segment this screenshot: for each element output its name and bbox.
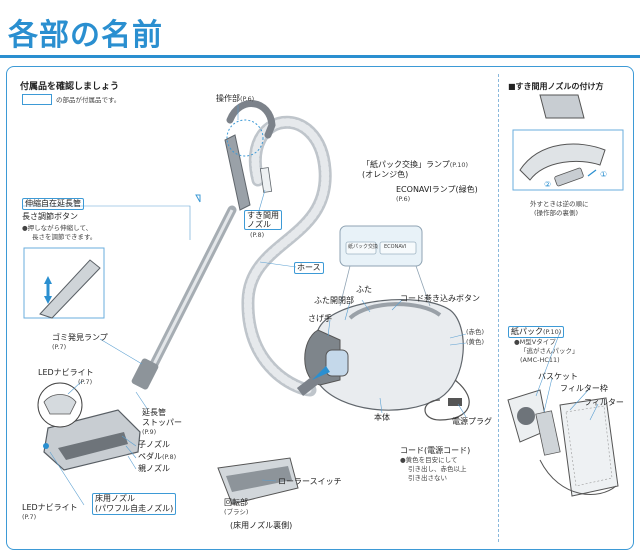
cord-desc-2: 引き出し、赤色以上	[408, 465, 467, 473]
label-extension-pipe: 伸縮自在延長管	[22, 198, 84, 210]
label-crevice-nozzle-ref: (P.8)	[250, 231, 265, 239]
label-lid-open-button: ふた開閉部	[314, 296, 354, 305]
label-control-part: 操作部(P.6)	[216, 94, 255, 103]
label-cord: コード(電源コード)	[400, 446, 471, 455]
label-econavi-lamp: ECONAVIランプ(緑色)	[396, 185, 478, 194]
label-paper-pack-lamp-color: (オレンジ色)	[362, 170, 409, 179]
label-basket: バスケット	[538, 372, 578, 381]
label-main-body: 本体	[374, 413, 390, 422]
paper-pack-type-1: ●M型Vタイプ	[514, 338, 556, 346]
content-frame	[6, 66, 634, 550]
label-extension-stopper-ref: (P.9)	[142, 428, 157, 436]
cord-desc-1: ●黄色を目安にして	[400, 456, 458, 464]
label-hose: ホース	[294, 262, 324, 274]
label-led-navi-bottom: LEDナビライト	[22, 503, 78, 512]
label-lid: ふた	[356, 285, 372, 294]
right-caption-1: 外すときは逆の順に	[530, 200, 589, 208]
label-floor-nozzle: 床用ノズル(パワフル自走ノズル)	[92, 493, 177, 515]
length-button-desc-1: ●押しながら伸縮して、	[22, 224, 93, 232]
label-led-navi-bottom-ref: (P.7)	[22, 513, 37, 521]
label-red: (赤色)	[466, 328, 485, 336]
label-child-nozzle: 子ノズル	[138, 440, 170, 449]
label-parent-nozzle: 親ノズル	[138, 464, 170, 473]
label-extension-stopper-1: 延長管	[142, 408, 166, 417]
label-extension-stopper-2: ストッパー	[142, 418, 182, 427]
label-length-button: 長さ調節ボタン	[22, 212, 78, 221]
paper-pack-type-2: 「逃がさんパック」	[520, 347, 579, 355]
right-panel-heading: ■すき間用ノズルの付け方	[508, 82, 604, 91]
label-cord-rewind-button: コード巻き込みボタン	[400, 294, 480, 303]
label-led-navi-top: LEDナビライト	[38, 368, 94, 377]
label-floor-nozzle-back: (床用ノズル裏側)	[230, 521, 293, 530]
label-filter-frame: フィルター枠	[560, 384, 608, 393]
label-roller-switch: ローラースイッチ	[278, 477, 342, 486]
step-1-marker: ①	[600, 170, 608, 179]
step-2-marker: ②	[544, 180, 552, 189]
panel-econavi-text: ECONAVI	[384, 244, 407, 250]
right-caption-2: (操作部の裏側)	[534, 209, 579, 217]
label-crevice-nozzle: すき間用ノズル	[244, 210, 282, 230]
label-yellow: (黄色)	[466, 338, 485, 346]
label-paper-pack: 紙パック(P.10)	[508, 326, 565, 338]
legend-box	[22, 94, 52, 105]
label-econavi-lamp-ref: (P.6)	[396, 195, 411, 203]
panel-paper-pack-text: 紙パック交換	[348, 244, 379, 250]
label-paper-pack-lamp: 「紙パック交換」ランプ(P.10)	[362, 160, 469, 169]
label-power-plug: 電源プラグ	[452, 417, 492, 426]
label-filter: フィルター	[584, 398, 624, 407]
panel-divider	[498, 74, 499, 542]
cord-desc-3: 引き出さない	[408, 474, 447, 482]
label-dust-lamp: ゴミ発見ランプ	[52, 333, 108, 342]
label-brush: (ブラシ)	[224, 508, 249, 516]
label-handle: さげ手	[308, 314, 332, 323]
page-title: 各部の名前	[8, 18, 163, 53]
title-rule	[0, 55, 640, 58]
intro-heading: 付属品を確認しましょう	[20, 82, 120, 92]
length-button-desc-2: 長さを調節できます。	[32, 233, 97, 241]
label-led-navi-top-ref: (P.7)	[78, 378, 93, 386]
paper-pack-type-3: (AMC-HC11)	[520, 356, 560, 364]
legend-text: の部品が付属品です。	[56, 96, 121, 104]
label-dust-lamp-ref: (P.7)	[52, 343, 67, 351]
label-pedal: ペダル(P.8)	[138, 452, 177, 461]
label-rotating-part: 回転部	[224, 498, 248, 507]
